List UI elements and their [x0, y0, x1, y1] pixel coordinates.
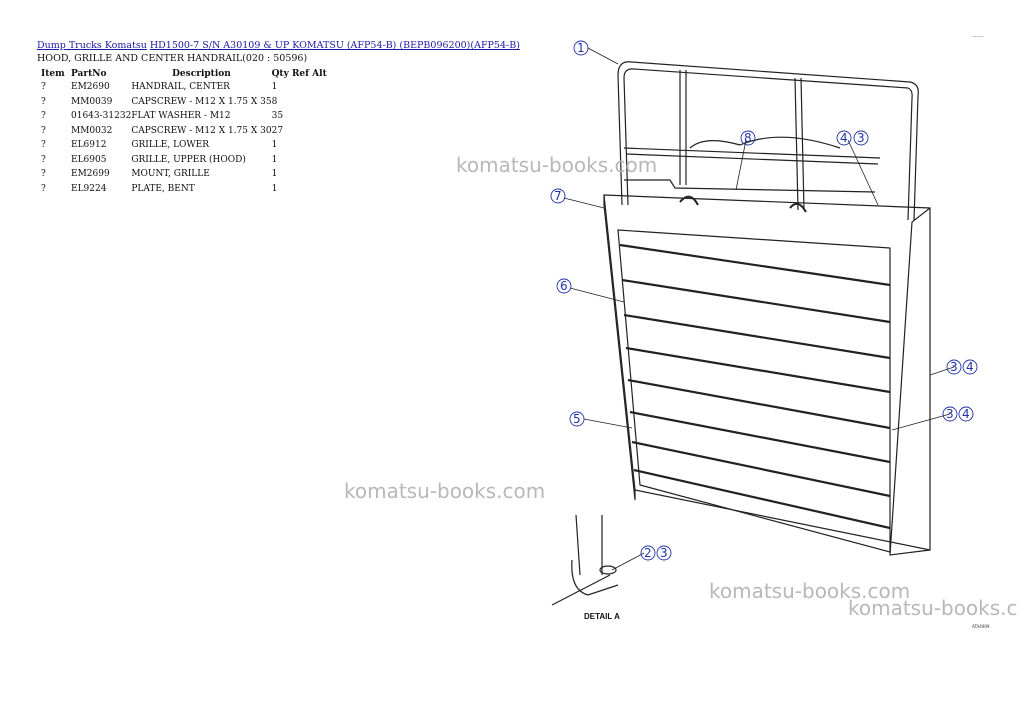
cell-description: CAPSCREW - M12 X 1.75 X 30 — [131, 125, 272, 136]
cell-description: HANDRAIL, CENTER — [131, 82, 230, 92]
cell-item: ? — [41, 154, 46, 165]
table-row: ? EL6912 GRILLE, LOWER 1 — [37, 140, 330, 155]
cell-qty: 1 — [271, 169, 278, 179]
cell-part: MM0032 — [71, 125, 113, 136]
cell-part: 01643-31232 — [71, 111, 132, 121]
table-row: ? EM2690 HANDRAIL, CENTER 1 — [37, 82, 330, 97]
cell-description: GRILLE, LOWER — [131, 140, 210, 150]
header-part: PartNo — [71, 68, 107, 79]
page-title: HOOD, GRILLE AND CENTER HANDRAIL(020 : 5… — [37, 53, 308, 64]
table-row: ? EL9224 PLATE, BENT 1 — [37, 184, 330, 199]
cell-description: PLATE, BENT — [131, 183, 195, 194]
cell-item: ? — [41, 82, 46, 92]
callout-number: 4 — [962, 407, 970, 421]
watermark: komatsu-books.c — [848, 596, 1018, 620]
cell-qty: 8 — [271, 96, 278, 107]
watermark: komatsu-books.com — [709, 579, 911, 603]
watermark: komatsu-books.com — [456, 153, 658, 177]
cell-description: FLAT WASHER - M12 — [131, 111, 231, 121]
callout-number: 5 — [573, 412, 581, 426]
table-row: ? MM0039 CAPSCREW - M12 X 1.75 X 35 8 — [37, 97, 330, 112]
table-row: ? EM2699 MOUNT, GRILLE 1 — [37, 169, 330, 184]
cell-part: EM2690 — [71, 82, 110, 92]
header-qty: Qty Ref Alt — [271, 68, 327, 79]
cell-item: ? — [41, 111, 46, 121]
cell-item: ? — [41, 140, 46, 150]
watermark: komatsu-books.com — [344, 479, 546, 503]
handrail-drawing — [617, 61, 919, 221]
breadcrumb: Dump Trucks Komatsu HD1500-7 S/N A30109 … — [37, 40, 520, 51]
table-header-row: Item PartNo Description Qty Ref Alt — [37, 66, 330, 82]
cell-part: MM0039 — [71, 96, 113, 107]
drawing-code: ATA4909 — [972, 624, 990, 629]
table-row: ? MM0032 CAPSCREW - M12 X 1.75 X 30 27 — [37, 126, 330, 141]
cell-qty: 35 — [271, 111, 284, 121]
callout-number: 8 — [744, 131, 752, 145]
callout-number: 7 — [554, 189, 562, 203]
callout-number: 2 — [644, 546, 652, 560]
cell-item: ? — [41, 183, 46, 194]
cell-qty: 1 — [271, 140, 278, 150]
cell-item: ? — [41, 169, 46, 179]
cell-description: MOUNT, GRILLE — [131, 169, 210, 179]
detail-a-drawing — [551, 514, 619, 606]
grille-slats-drawing — [619, 243, 891, 530]
corner-tag: -------- — [972, 34, 984, 39]
cell-part: EL9224 — [71, 183, 107, 194]
callout-number: 4 — [966, 360, 974, 374]
header-description: Description — [172, 68, 231, 79]
callout-number: 3 — [946, 407, 954, 421]
table-row: ? EL6905 GRILLE, UPPER (HOOD) 1 — [37, 155, 330, 170]
cell-qty: 1 — [271, 154, 278, 165]
cell-part: EL6912 — [71, 140, 107, 150]
cell-description: GRILLE, UPPER (HOOD) — [131, 154, 246, 165]
cell-item: ? — [41, 96, 46, 107]
cell-qty: 1 — [271, 183, 278, 194]
cell-qty: 1 — [271, 82, 278, 92]
cell-part: EL6905 — [71, 154, 107, 165]
header-item: Item — [41, 68, 65, 79]
callout-number: 3 — [660, 546, 668, 560]
callout-number: 4 — [840, 131, 848, 145]
callout-bubbles — [550, 40, 978, 561]
callout-number: 3 — [857, 131, 865, 145]
breadcrumb-link-home[interactable]: Dump Trucks Komatsu — [37, 40, 147, 51]
parts-diagram: 1 8 4 3 7 6 3 4 3 4 5 2 3 — [550, 40, 978, 606]
callout-numbers: 1 8 4 3 7 6 3 4 3 4 5 2 3 — [554, 41, 974, 560]
parts-table: Item PartNo Description Qty Ref Alt ? EM… — [37, 66, 330, 198]
cell-qty: 27 — [271, 125, 284, 136]
callout-number: 6 — [560, 279, 568, 293]
callout-number: 1 — [577, 41, 585, 55]
cell-part: EM2699 — [71, 169, 110, 179]
breadcrumb-link-model[interactable]: HD1500-7 S/N A30109 & UP KOMATSU (AFP54-… — [149, 40, 520, 51]
callout-number: 3 — [950, 360, 958, 374]
cell-description: CAPSCREW - M12 X 1.75 X 35 — [131, 96, 272, 107]
detail-a-label: DETAIL A — [584, 612, 620, 621]
callout-leaders — [563, 47, 955, 571]
table-row: ? 01643-31232 FLAT WASHER - M12 35 — [37, 111, 330, 126]
cell-item: ? — [41, 125, 46, 136]
grille-frame-drawing — [603, 194, 931, 556]
